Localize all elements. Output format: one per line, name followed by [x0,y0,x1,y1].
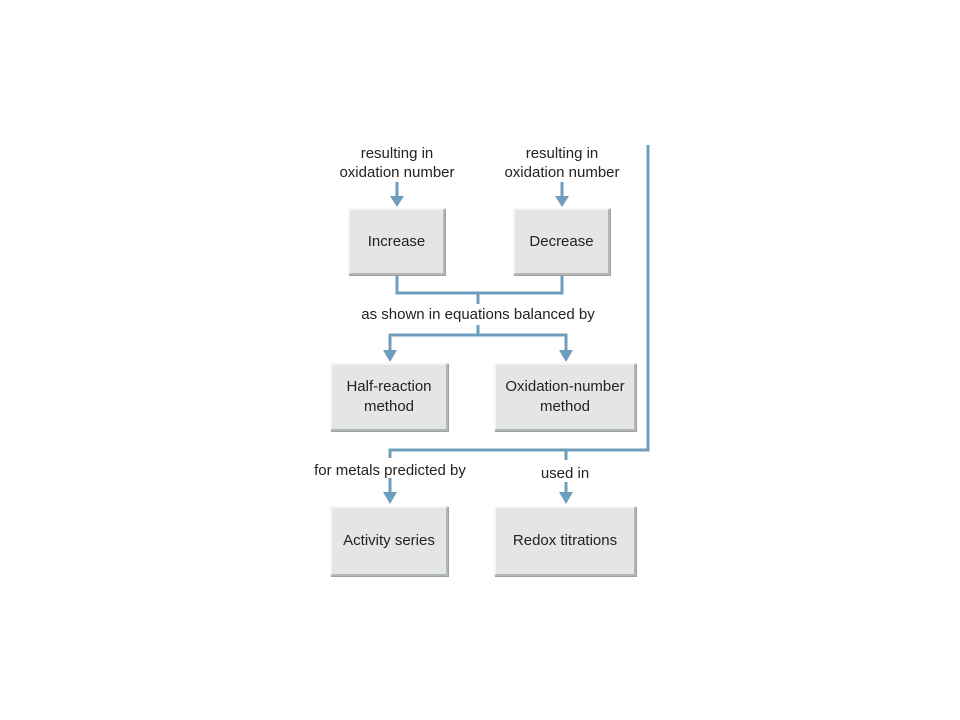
increase-caption: resulting in oxidation number [325,144,469,182]
oxidation-number-method-label: Oxidation-number method [505,378,625,415]
activity-series-label: Activity series [343,532,435,549]
half-reaction-method-box: Half-reaction method [330,363,448,431]
metals-caption-text: for metals predicted by [314,462,466,479]
arrowhead-redox-titrations [559,492,573,504]
increase-box-label: Increase [367,232,426,250]
half-reaction-method-label: Half-reaction method [346,378,432,415]
split-to-methods [388,333,568,352]
right-feed-line [388,145,650,458]
decrease-box-label: Decrease [529,232,594,250]
used-caption: used in [520,464,610,483]
increase-box: Increase [348,208,445,275]
arrowhead-increase [390,196,404,207]
activity-series-box: Activity series [330,506,448,576]
balanced-caption-text: as shown in equations balanced by [361,306,595,323]
decrease-caption: resulting in oxidation number [490,144,634,182]
arrowhead-decrease [555,196,569,207]
arrowhead-oxidation-number [559,350,573,362]
join-increase-decrease [395,275,564,295]
redox-titrations-box: Redox titrations [494,506,636,576]
decrease-box: Decrease [513,208,610,275]
used-caption-text: used in [540,465,590,482]
increase-caption-text: resulting in oxidation number [339,145,455,181]
decrease-caption-text: resulting in oxidation number [504,145,620,181]
arrowhead-activity-series [383,492,397,504]
arrowhead-half-reaction [383,350,397,362]
balanced-caption: as shown in equations balanced by [328,305,628,324]
redox-titrations-label: Redox titrations [512,532,618,549]
metals-caption: for metals predicted by [300,461,480,480]
oxidation-number-method-box: Oxidation-number method [494,363,636,431]
